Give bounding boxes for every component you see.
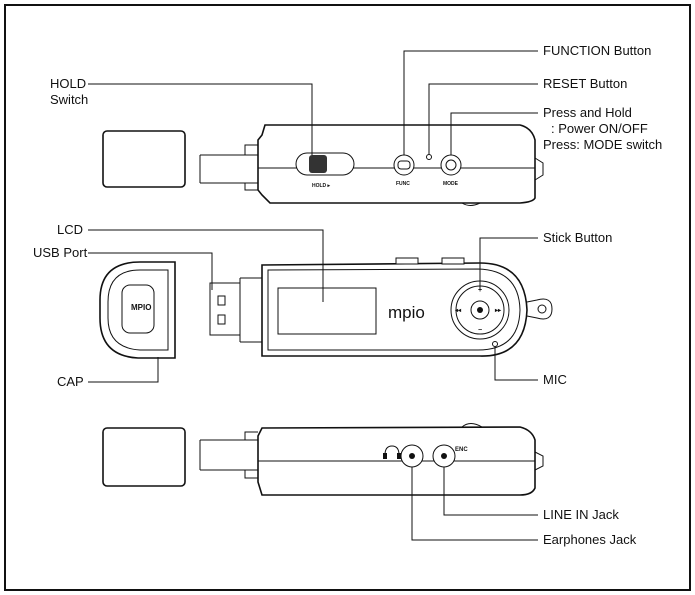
usb-pin-hole-1 — [218, 296, 225, 305]
function-button-inner — [398, 161, 410, 169]
label-press-hold-3: Press: MODE switch — [543, 137, 662, 152]
label-reset-button: RESET Button — [543, 76, 627, 91]
bottom-usb-collar — [245, 432, 258, 478]
bottom-strap-hook — [535, 452, 543, 470]
front-view: MPIO mpio + − ◂◂ ▸▸ — [88, 230, 552, 382]
stick-next: ▸▸ — [494, 308, 502, 314]
usb-plug — [210, 283, 240, 335]
label-earphones-jack: Earphones Jack — [543, 532, 637, 547]
label-function-button: FUNCTION Button — [543, 43, 651, 58]
label-press-hold-2: : Power ON/OFF — [551, 121, 648, 136]
top-view: HOLD ▸ FUNC MODE — [88, 51, 543, 206]
hold-switch-knob — [309, 155, 327, 173]
headphone-icon-right — [397, 453, 401, 459]
label-hold-switch-2: Switch — [50, 92, 88, 107]
usb-pin-hole-2 — [218, 315, 225, 324]
mode-button-inner — [446, 160, 456, 170]
top-cap — [103, 131, 185, 187]
earphones-jack-hole — [409, 453, 415, 459]
label-cap: CAP — [57, 374, 84, 389]
reset-button-shape — [427, 155, 432, 160]
bottom-cap — [103, 428, 185, 486]
label-mic: MIC — [543, 372, 567, 387]
headphone-icon-left — [383, 453, 387, 459]
label-press-hold-1: Press and Hold — [543, 105, 632, 120]
hold-marking: HOLD ▸ — [312, 183, 331, 189]
line-in-jack-hole — [441, 453, 447, 459]
top-edge-button-1 — [396, 258, 418, 264]
label-line-in-jack: LINE IN Jack — [543, 507, 619, 522]
enc-marking: ENC — [455, 447, 468, 453]
func-marking: FUNC — [396, 181, 410, 187]
top-edge-button-2 — [442, 258, 464, 264]
strap-hole — [538, 305, 546, 313]
lcd-screen — [278, 288, 376, 334]
bottom-usb-connector — [200, 440, 258, 470]
cap-logo: MPIO — [131, 303, 151, 312]
mic-hole — [493, 342, 498, 347]
cap-leader — [88, 357, 158, 382]
top-strap-hook — [535, 158, 543, 180]
label-usb-port: USB Port — [33, 245, 88, 260]
stick-button-dot — [477, 307, 483, 313]
usb-collar — [240, 278, 262, 342]
device-logo: mpio — [388, 303, 425, 322]
mode-marking: MODE — [443, 181, 459, 187]
label-hold-switch-1: HOLD — [50, 76, 86, 91]
top-usb-connector — [200, 155, 258, 183]
bottom-view: ENC — [103, 424, 543, 541]
label-stick-button: Stick Button — [543, 230, 612, 245]
stick-minus: − — [478, 327, 482, 334]
label-lcd: LCD — [57, 222, 83, 237]
stick-prev: ◂◂ — [454, 308, 462, 314]
